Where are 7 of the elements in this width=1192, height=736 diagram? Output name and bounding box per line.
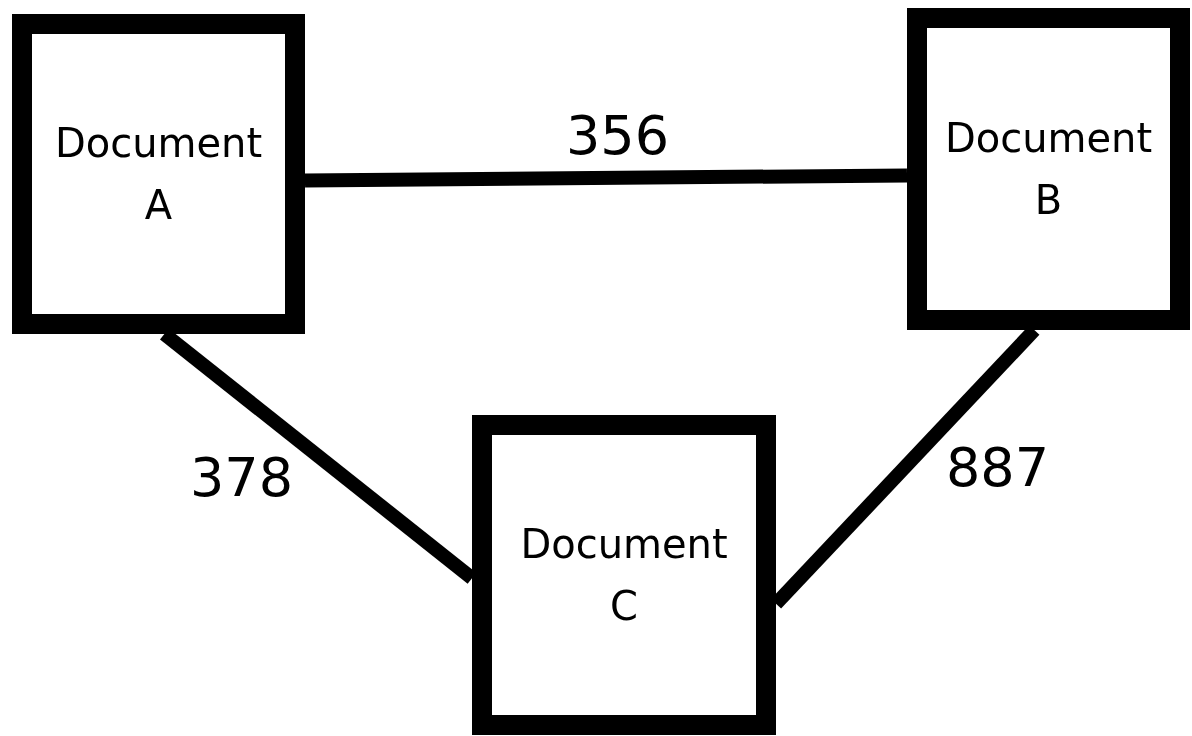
box-label: Document B bbox=[944, 114, 1153, 225]
box-label: Document A bbox=[54, 119, 263, 230]
connector-line bbox=[304, 168, 908, 188]
document-box bbox=[472, 415, 776, 735]
document-box bbox=[12, 14, 305, 334]
document-box bbox=[907, 8, 1190, 330]
box-label: Document C bbox=[520, 520, 728, 631]
